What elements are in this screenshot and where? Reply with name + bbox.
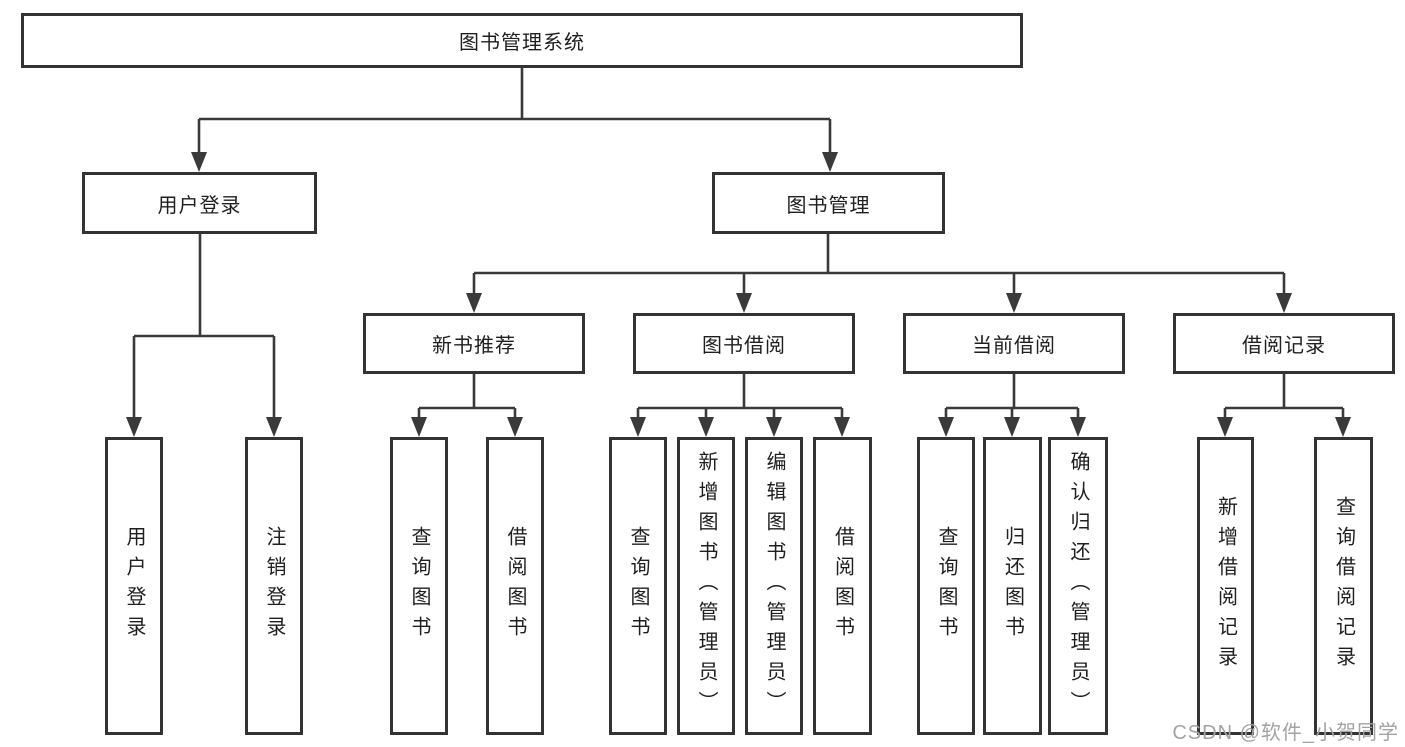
node-label: 图书管理 — [786, 194, 871, 217]
node-current-borrow: 当前借阅 — [903, 313, 1125, 374]
leaf-current-return-books: 归还图书 — [983, 437, 1042, 735]
leaf-logout: 注销登录 — [245, 437, 303, 735]
leaf-rec-borrow-books: 借阅图书 — [486, 437, 544, 735]
node-label: 图书借阅 — [702, 335, 786, 357]
node-label: 查询图书 — [935, 526, 957, 646]
leaf-borrow-edit-books-admin: 编辑图书（管理员） — [745, 437, 803, 735]
node-new-book-recommend: 新书推荐 — [363, 313, 585, 374]
node-book-borrow: 图书借阅 — [633, 313, 855, 374]
node-label: 注销登录 — [263, 526, 285, 646]
node-label: 用户登录 — [157, 194, 242, 217]
leaf-borrow-add-books-admin: 新增图书（管理员） — [677, 437, 735, 735]
node-user-login: 用户登录 — [82, 172, 317, 234]
node-label: 借阅记录 — [1242, 335, 1326, 357]
node-label: 借阅图书 — [504, 526, 526, 646]
leaf-records-add-record: 新增借阅记录 — [1197, 437, 1254, 735]
node-label: 查询图书 — [408, 526, 430, 646]
node-label: 用户登录 — [123, 526, 145, 646]
node-label: 图书管理系统 — [459, 32, 585, 54]
leaf-records-query-record: 查询借阅记录 — [1314, 437, 1373, 735]
node-label: 归还图书 — [1001, 526, 1024, 646]
node-label: 新书推荐 — [432, 335, 516, 357]
watermark: CSDN @软件_小贺同学 — [1172, 722, 1399, 744]
node-label: 借阅图书 — [831, 526, 854, 646]
node-label: 当前借阅 — [972, 335, 1056, 357]
leaf-borrow-borrow-books: 借阅图书 — [813, 437, 872, 735]
node-label: 新增图书（管理员） — [695, 451, 717, 721]
node-label: 查询借阅记录 — [1332, 496, 1355, 676]
leaf-borrow-query-books: 查询图书 — [609, 437, 667, 735]
node-label: 新增借阅记录 — [1214, 496, 1237, 676]
leaf-current-confirm-return-admin: 确认归还（管理员） — [1048, 437, 1108, 735]
node-label: 编辑图书（管理员） — [763, 451, 785, 721]
leaf-user-login: 用户登录 — [105, 437, 163, 735]
node-root: 图书管理系统 — [21, 13, 1023, 68]
node-label: 确认归还（管理员） — [1067, 451, 1089, 721]
leaf-current-query-books: 查询图书 — [917, 437, 975, 735]
node-book-management: 图书管理 — [712, 172, 945, 234]
node-label: 查询图书 — [627, 526, 649, 646]
node-borrow-records: 借阅记录 — [1173, 313, 1395, 374]
leaf-rec-query-books: 查询图书 — [390, 437, 448, 735]
